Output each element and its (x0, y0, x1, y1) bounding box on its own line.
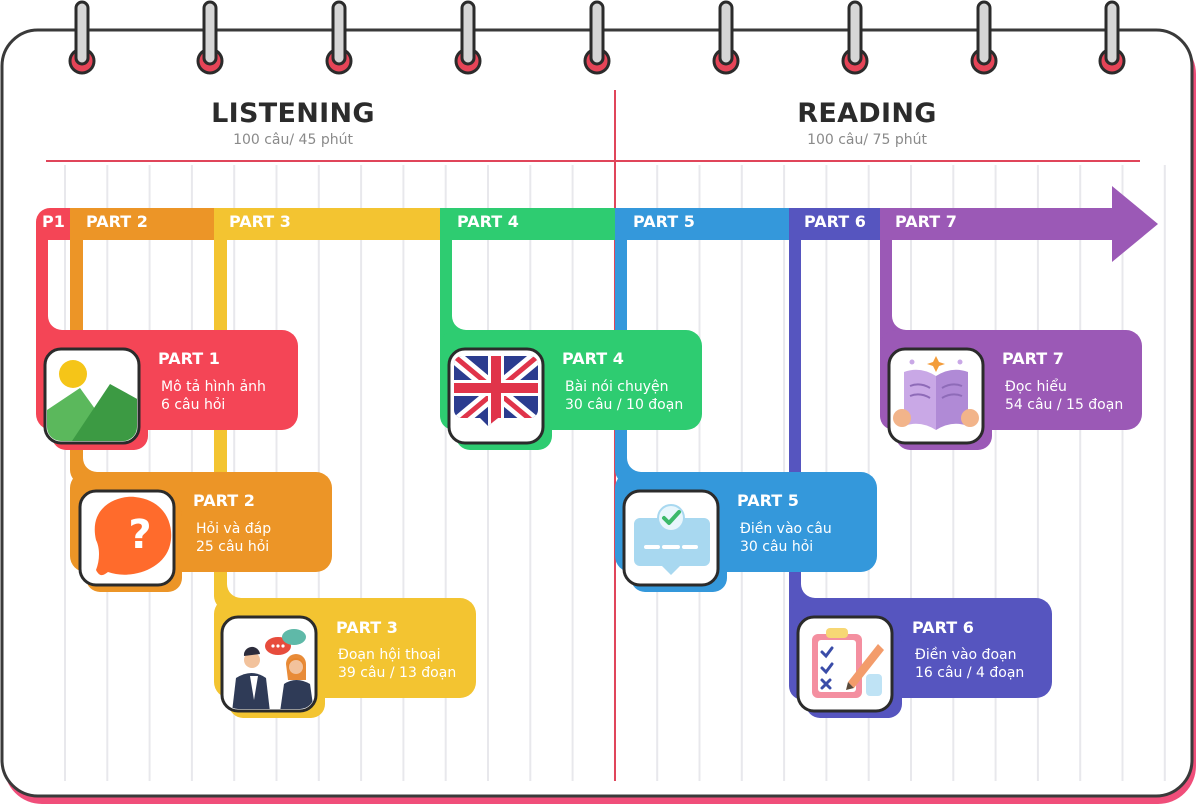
timeline-label-p1: P1 (42, 212, 65, 231)
part6-card-title: PART 6 (912, 618, 974, 637)
landscape-picture-icon (43, 347, 141, 445)
spiral-ring (454, 0, 482, 75)
open-book-icon (887, 347, 985, 445)
timeline-label-part5: PART 5 (633, 212, 695, 231)
spiral-ring (583, 0, 611, 75)
part3-card-title: PART 3 (336, 618, 398, 637)
part7-card-title: PART 7 (1002, 349, 1064, 368)
part5-card-title: PART 5 (737, 491, 799, 510)
listening-title: LISTENING (211, 98, 375, 129)
timeline-segment-part2 (70, 208, 214, 240)
question-bubble-icon: ? (78, 489, 176, 587)
part1-card-title: PART 1 (158, 349, 220, 368)
uk-flag-icon (447, 347, 545, 445)
part4-card-title: PART 4 (562, 349, 624, 368)
timeline-segment-part4 (440, 208, 615, 240)
timeline-segment-p1 (36, 208, 70, 240)
spiral-ring (196, 0, 224, 75)
spiral-ring (841, 0, 869, 75)
timeline-label-part4: PART 4 (457, 212, 519, 231)
timeline-segment-part6 (789, 208, 880, 240)
spiral-ring (712, 0, 740, 75)
timeline-label-part2: PART 2 (86, 212, 148, 231)
part2-card-title: PART 2 (193, 491, 255, 510)
spiral-binding (68, 0, 1126, 75)
timeline-label-part6: PART 6 (804, 212, 866, 231)
svg-text:?: ? (128, 512, 151, 558)
timeline-label-part7: PART 7 (895, 212, 957, 231)
listening-subtitle: 100 câu/ 45 phút (233, 132, 353, 148)
spiral-ring (1098, 0, 1126, 75)
timeline-label-part3: PART 3 (229, 212, 291, 231)
timeline-arrow (880, 186, 1158, 262)
spiral-ring (970, 0, 998, 75)
conversation-icon (220, 615, 318, 713)
part2-track (70, 240, 180, 484)
fill-sentence-icon (622, 489, 720, 587)
timeline-segment-part3 (214, 208, 440, 240)
reading-title: READING (797, 98, 937, 129)
spiral-ring (68, 0, 96, 75)
timeline-segment-part5 (615, 208, 789, 240)
spiral-ring (325, 0, 353, 75)
checklist-icon (796, 615, 894, 713)
reading-subtitle: 100 câu/ 75 phút (807, 132, 927, 148)
